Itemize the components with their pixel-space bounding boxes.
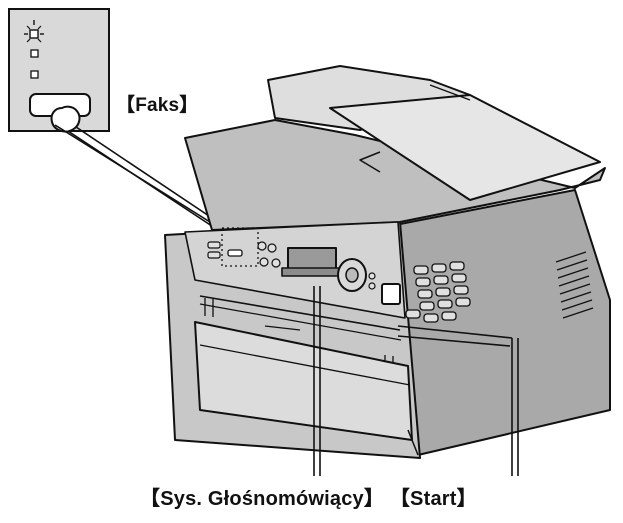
blinking-led-icon — [24, 20, 44, 43]
panel-key[interactable] — [207, 251, 221, 259]
faks-label: 【Faks】 — [116, 95, 199, 116]
dial-keypad[interactable] — [405, 261, 471, 323]
faks-key[interactable] — [227, 249, 243, 257]
panel-key[interactable] — [267, 243, 277, 253]
start-key[interactable] — [381, 283, 401, 305]
speakerphone-label: 【Sys. Głośnomówiący】 — [140, 488, 385, 510]
panel-key[interactable] — [259, 257, 269, 267]
led-indicator-icon — [30, 49, 39, 58]
bottom-leader-lines — [313, 286, 519, 476]
panel-key[interactable] — [207, 241, 221, 249]
finger-icon — [50, 105, 81, 133]
start-label: 【Start】 — [389, 488, 477, 510]
document-tray — [329, 94, 601, 201]
printer-body — [164, 65, 611, 459]
led-indicator-icon — [30, 70, 39, 79]
side-vent — [555, 251, 594, 319]
bottom-labels: 【Sys. Głośnomówiący】 【Start】 — [140, 482, 477, 511]
panel-key[interactable] — [257, 241, 267, 251]
panel-key[interactable] — [271, 258, 281, 268]
faks-panel-inset — [8, 8, 110, 133]
